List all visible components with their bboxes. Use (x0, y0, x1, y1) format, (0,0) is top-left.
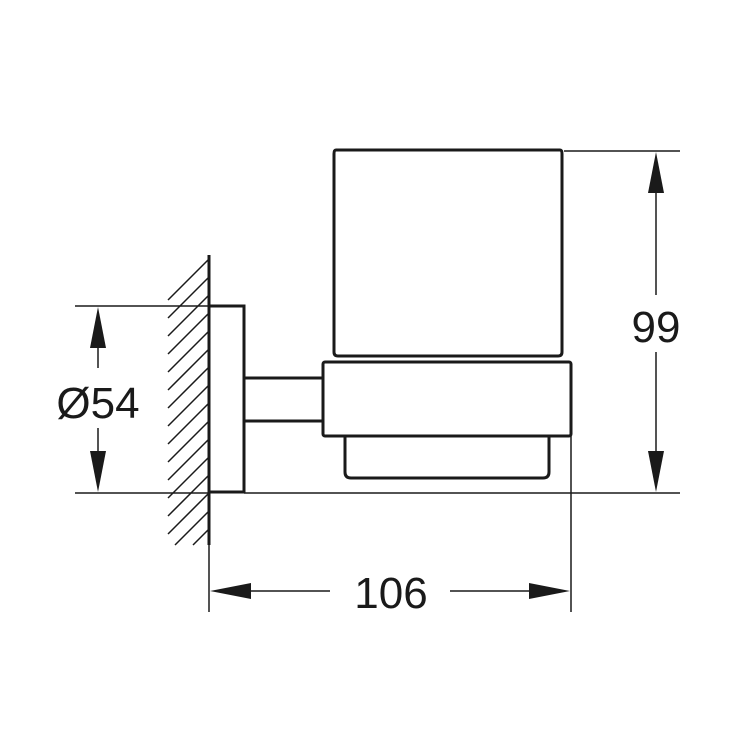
hatch-line (167, 420, 210, 463)
hatch-line (167, 294, 210, 337)
hatch-line (167, 276, 210, 319)
hatch-line (167, 456, 210, 499)
diameter-dimension: Ø54 (56, 305, 209, 494)
hatch-line (174, 510, 210, 546)
wall-hatching (167, 258, 210, 546)
height-label: 99 (632, 303, 681, 352)
diameter-arrow-bottom (90, 451, 106, 492)
width-arrow-right (529, 583, 570, 599)
hatch-line (167, 402, 210, 445)
tumbler-bottom (343, 436, 551, 480)
support-arm (244, 376, 323, 423)
height-arrow-bottom (648, 451, 664, 492)
tumbler-glass (332, 148, 564, 358)
hatch-line (167, 258, 210, 301)
wall-flange (207, 304, 246, 494)
diameter-arrow-top (90, 307, 106, 348)
width-label: 106 (354, 569, 427, 618)
diameter-label: Ø54 (56, 379, 139, 428)
wall (167, 255, 211, 546)
hatch-line (192, 528, 210, 546)
hatch-line (167, 366, 210, 409)
height-dimension: 99 (244, 150, 681, 494)
hatch-line (167, 312, 210, 355)
hatch-line (167, 474, 210, 517)
width-arrow-left (210, 583, 251, 599)
hatch-line (167, 384, 210, 427)
height-arrow-top (648, 152, 664, 193)
hatch-line (167, 492, 210, 535)
width-dimension: 106 (208, 436, 572, 618)
hatch-line (167, 438, 210, 481)
hatch-line (167, 348, 210, 391)
holder-ring (321, 360, 573, 438)
hatch-line (167, 330, 210, 373)
